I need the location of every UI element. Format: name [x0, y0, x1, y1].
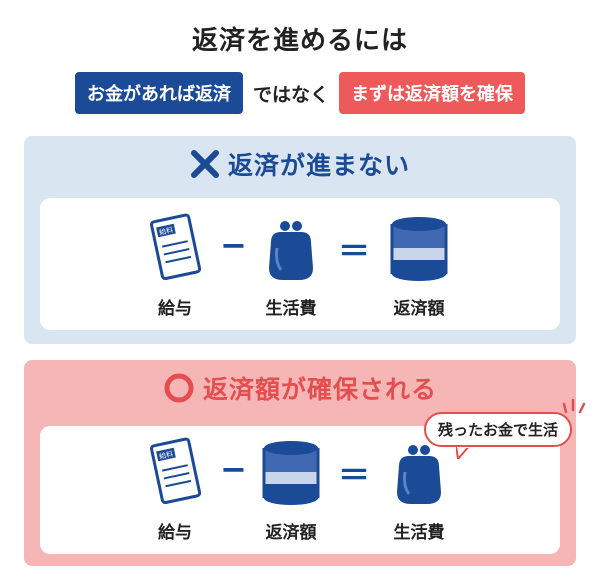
good-panel-heading: 返済額が確保される	[24, 370, 576, 406]
repayment-item: 返済額	[364, 212, 474, 319]
emphasis-lines-icon	[562, 398, 586, 414]
label-secure-repayment-first: まずは返済額を確保	[339, 72, 525, 114]
bad-panel-title: 返済が進まない	[227, 151, 410, 180]
bad-panel-heading: 返済が進まない	[24, 146, 576, 182]
coin-stack-icon	[390, 217, 448, 281]
label-pay-if-money: お金があれば返済	[74, 72, 243, 114]
coin-purse-icon	[269, 221, 313, 280]
salary-caption: 給与	[158, 523, 192, 543]
cross-icon	[190, 150, 219, 178]
circle-icon	[164, 373, 194, 403]
repayment-caption: 返済額	[265, 523, 317, 543]
minus-operator: −	[220, 226, 247, 264]
svg-text:給料: 給料	[158, 225, 174, 237]
good-panel-title: 返済額が確保される	[202, 375, 437, 404]
living-expenses-item: 生活費	[236, 212, 346, 319]
coin-stack-icon	[262, 441, 320, 505]
coin-purse-icon	[397, 445, 441, 504]
minus-operator: −	[220, 450, 247, 488]
living-expenses-caption: 生活費	[393, 523, 445, 543]
page-title: 返済を進めるには	[191, 26, 408, 56]
repayment-item: 返済額	[236, 436, 346, 543]
salary-caption: 給与	[158, 299, 192, 319]
leftover-money-bubble: 残ったお金で生活	[423, 412, 572, 447]
salary-item: 給料 給与	[120, 212, 230, 319]
bad-equation-card: 給料 給与 − 生活費 ＝	[40, 198, 560, 330]
bad-example-panel: 返済が進まない 給料 給与 −	[24, 136, 576, 344]
equals-operator: ＝	[338, 456, 371, 494]
bubble-tail	[456, 445, 470, 459]
svg-text:給料: 給料	[158, 449, 174, 461]
good-equation-card: 給料 給与 −	[40, 426, 560, 554]
salary-slip-icon: 給料	[150, 437, 202, 505]
salary-slip-icon: 給料	[150, 213, 202, 281]
living-expenses-caption: 生活費	[265, 299, 317, 319]
good-example-panel: 返済額が確保される 給料 給与 −	[24, 360, 576, 566]
repayment-caption: 返済額	[393, 299, 445, 319]
equals-operator: ＝	[338, 232, 371, 270]
label-not: ではなく	[252, 83, 329, 106]
subtitle-row: お金があれば返済 ではなく まずは返済額を確保	[20, 72, 580, 114]
salary-item: 給料 給与	[120, 436, 230, 543]
living-expenses-item: 生活費	[364, 436, 474, 543]
